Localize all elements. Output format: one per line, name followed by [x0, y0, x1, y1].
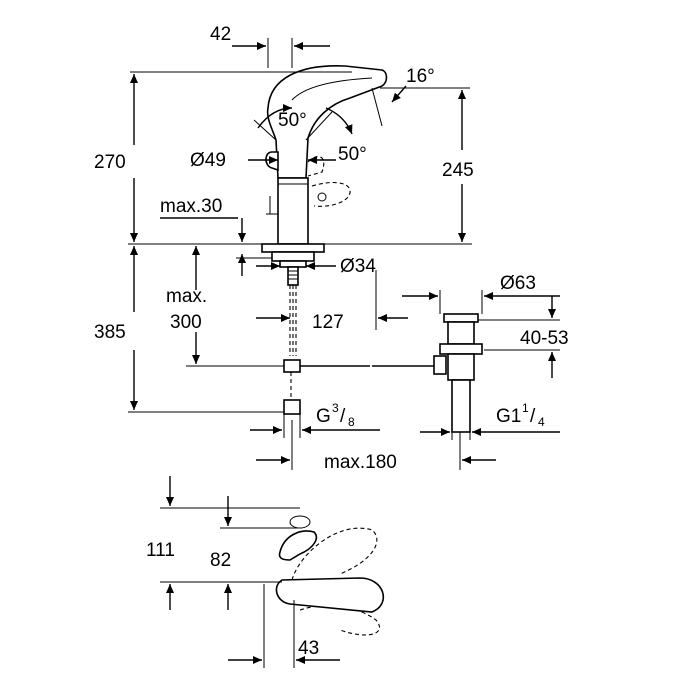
- label-111: 111: [146, 540, 175, 561]
- label-245: 245: [442, 160, 474, 181]
- label-42: 42: [210, 24, 231, 45]
- label-d34: Ø34: [340, 256, 376, 277]
- label-g114: G1 1 / 4: [496, 401, 545, 429]
- label-d49: Ø49: [190, 150, 226, 171]
- svg-text:G: G: [316, 406, 331, 427]
- svg-text:4: 4: [538, 415, 545, 429]
- label-max180: max.180: [324, 452, 397, 473]
- top-view-spout: [275, 577, 384, 613]
- svg-text:8: 8: [348, 415, 355, 429]
- lever-handle: [265, 151, 279, 172]
- label-50deg-a: 50°: [278, 110, 307, 131]
- faucet-spout: [266, 65, 388, 179]
- label-50deg-b: 50°: [338, 144, 367, 165]
- label-300: 300: [170, 312, 202, 333]
- label-385: 385: [94, 322, 126, 343]
- svg-text:3: 3: [332, 401, 339, 415]
- label-270: 270: [94, 152, 126, 173]
- faucet-top-view: [275, 515, 384, 636]
- label-127: 127: [312, 312, 344, 333]
- label-40-53: 40-53: [520, 328, 569, 349]
- label-82: 82: [210, 550, 231, 571]
- svg-text:/: /: [530, 406, 536, 427]
- waste-drain: [433, 313, 483, 433]
- label-max: max.: [166, 286, 207, 307]
- label-43: 43: [298, 638, 319, 659]
- label-16deg: 16°: [406, 66, 435, 87]
- top-view-lever: [278, 530, 318, 561]
- svg-text:1: 1: [522, 401, 529, 415]
- svg-text:/: /: [340, 406, 346, 427]
- label-d63: Ø63: [500, 273, 536, 294]
- svg-text:G1: G1: [496, 406, 521, 427]
- faucet-body: [277, 177, 309, 245]
- label-g38: G 3 / 8: [316, 401, 355, 429]
- label-max30: max.30: [160, 196, 222, 217]
- dimension-labels: 42 16° 50° 50° Ø49 270 245 max.30 Ø34 Ø6…: [94, 24, 569, 659]
- dimension-lines: [128, 38, 560, 668]
